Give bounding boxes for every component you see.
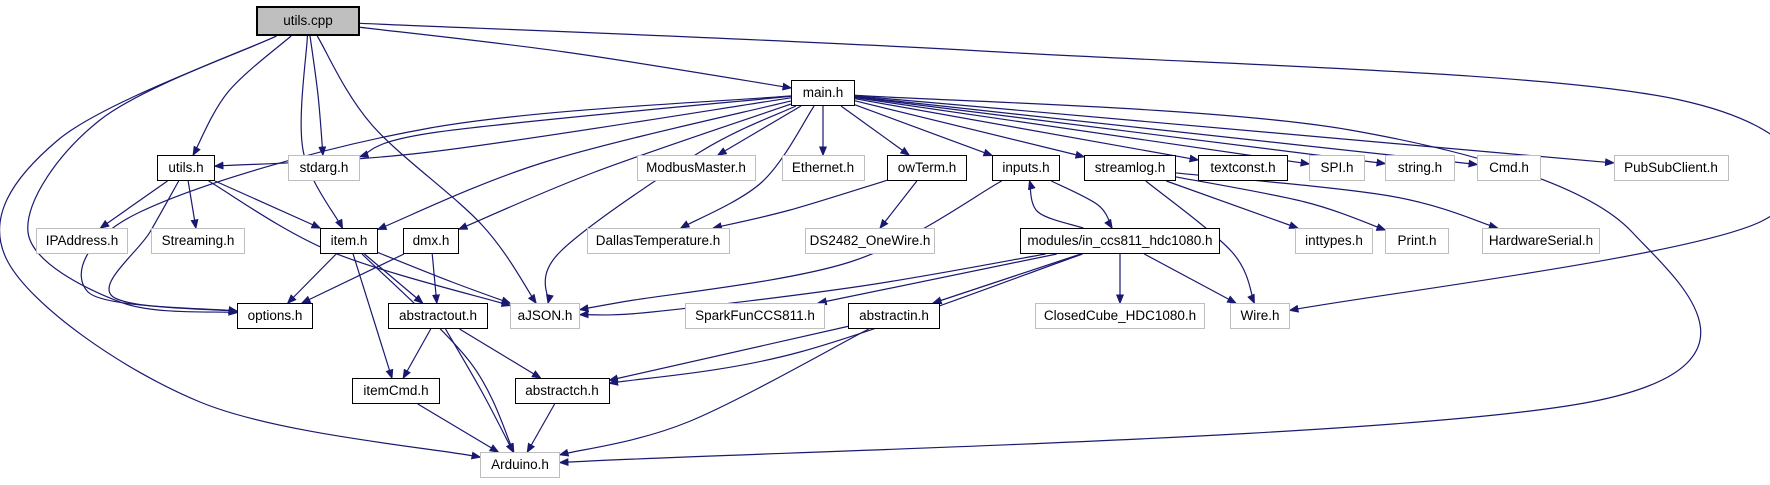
edge-main_h-to-options_h [80,95,792,314]
edge-main_h-to-PubSubClient_h [854,95,1615,167]
edge-utils_h-to-item_h [214,180,322,229]
edge-abstractin_h-to-abstractch_h [608,325,849,383]
edge-streamlog_h-to-Print_h [1175,176,1387,231]
edge-item_h-to-abstractout_h [364,253,424,304]
edge-main_h-to-owTerm_h [840,105,911,156]
edge-item_h-to-itemCmd_h [352,253,394,380]
edge-utils_cpp-to-stdarg_h [309,35,327,157]
edge-modules_in_ccs811_hdc1080_h-to-SparkFunCCS811_h [816,253,1057,306]
edge-main_h-to-string_h [854,96,1387,167]
edge-utils_h-to-IPAddress_h [99,180,168,229]
node-stdarg_h: stdarg.h [288,155,360,181]
edge-owTerm_h-to-DS2482_OneWire_h [879,180,918,230]
edge-utils_cpp-to-main_h [359,26,793,91]
edge-main_h-to-aJSON_h [544,105,797,305]
edge-modules_in_ccs811_hdc1080_h-to-aJSON_h [578,253,1046,319]
edge-main_h-to-DallasTemperature_h [679,105,815,229]
edge-main_h-to-stdarg_h [358,95,792,158]
edge-main_h-to-textconst_h [854,98,1200,163]
node-Ethernet_h: Ethernet.h [781,155,865,181]
node-options_h[interactable]: options.h [237,303,313,329]
edge-inputs_h-to-modules_in_ccs811_hdc1080_h [1051,180,1113,230]
node-Arduino_h: Arduino.h [480,452,560,478]
edge-dmx_h-to-abstractout_h [431,253,440,305]
node-modules_in_ccs811_hdc1080_h[interactable]: modules/in_ccs811_hdc1080.h [1020,228,1220,254]
node-Cmd_h: Cmd.h [1477,155,1541,181]
node-Print_h: Print.h [1385,228,1449,254]
edge-abstractout_h-to-Arduino_h [445,328,514,454]
edge-utils_h-to-Streaming_h [187,180,199,230]
edge-utils_cpp-to-utils_h [192,35,292,157]
edge-utils_h-to-options_h [108,180,239,315]
edge-abstractch_h-to-Arduino_h [526,403,556,454]
node-SPI_h: SPI.h [1309,155,1365,181]
edge-item_h-to-Arduino_h [361,253,515,454]
edge-modules_in_ccs811_hdc1080_h-to-abstractin_h [931,253,1082,305]
node-utils_h[interactable]: utils.h [157,155,215,181]
edge-streamlog_h-to-Wire_h [1145,180,1255,305]
node-Streaming_h: Streaming.h [151,228,245,254]
edge-item_h-to-aJSON_h [377,251,512,305]
node-ClosedCube_HDC1080_h: ClosedCube_HDC1080.h [1035,303,1205,329]
node-utils_cpp: utils.cpp [256,6,360,36]
node-inttypes_h: inttypes.h [1295,228,1373,254]
node-dmx_h[interactable]: dmx.h [403,228,459,254]
edge-main_h-to-item_h [376,100,792,230]
node-SparkFunCCS811_h: SparkFunCCS811.h [685,303,825,329]
node-owTerm_h[interactable]: owTerm.h [887,155,967,181]
edge-main_h-to-dmx_h [457,103,792,230]
edge-dmx_h-to-options_h [300,253,405,304]
edge-abstractin_h-to-Arduino_h [558,328,870,457]
node-abstractch_h[interactable]: abstractch.h [514,378,610,404]
node-IPAddress_h: IPAddress.h [36,228,128,254]
node-DallasTemperature_h: DallasTemperature.h [586,228,730,254]
edge-utils_cpp-to-aJSON_h [316,35,537,305]
edge-utils_cpp-to-options_h [27,35,277,316]
edge-main_h-to-streamlog_h [854,100,1086,159]
edge-itemCmd_h-to-Arduino_h [417,403,500,453]
edge-abstractout_h-to-itemCmd_h [402,328,432,380]
node-aJSON_h: aJSON.h [510,303,580,329]
node-inputs_h[interactable]: inputs.h [992,155,1060,181]
node-string_h: string.h [1385,155,1455,181]
edge-streamlog_h-to-HardwareSerial_h [1175,172,1499,230]
edge-main_h-to-SPI_h [854,97,1311,167]
edge-modules_in_ccs811_hdc1080_h-to-abstractch_h [608,253,1083,386]
edge-item_h-to-options_h [286,253,337,305]
edge-main_h-to-Cmd_h [854,95,1479,168]
node-DS2482_OneWire_h: DS2482_OneWire.h [805,228,935,254]
edge-main_h-to-ModbusMaster_h [716,105,802,156]
edge-utils_cpp-to-Wire_h [359,22,1770,313]
edge-main_h-to-inputs_h [854,104,994,157]
node-ModbusMaster_h: ModbusMaster.h [636,155,756,181]
edge-streamlog_h-to-inttypes_h [1166,180,1300,229]
node-Wire_h: Wire.h [1230,303,1290,329]
node-main_h[interactable]: main.h [791,80,855,106]
node-PubSubClient_h: PubSubClient.h [1613,155,1729,181]
node-abstractin_h[interactable]: abstractin.h [848,303,940,329]
node-item_h[interactable]: item.h [320,228,378,254]
node-abstractout_h[interactable]: abstractout.h [388,303,488,329]
edge-inputs_h-to-aJSON_h [578,180,1002,313]
node-textconst_h[interactable]: textconst.h [1198,155,1288,181]
edge-utils_cpp-to-item_h [300,35,344,230]
edge-modules_in_ccs811_hdc1080_h-to-inputs_h [1027,179,1084,229]
edge-owTerm_h-to-DallasTemperature_h [711,179,888,230]
edge-main_h-to-utils_h [213,97,792,170]
edge-utils_cpp-to-Arduino_h [0,35,482,460]
node-itemCmd_h[interactable]: itemCmd.h [352,378,440,404]
edge-modules_in_ccs811_hdc1080_h-to-Wire_h [1143,253,1238,304]
node-HardwareSerial_h: HardwareSerial.h [1482,228,1600,254]
node-streamlog_h[interactable]: streamlog.h [1084,155,1176,181]
edge-abstractout_h-to-abstractch_h [459,328,542,379]
edge-main_h-to-Arduino_h [558,94,1702,467]
